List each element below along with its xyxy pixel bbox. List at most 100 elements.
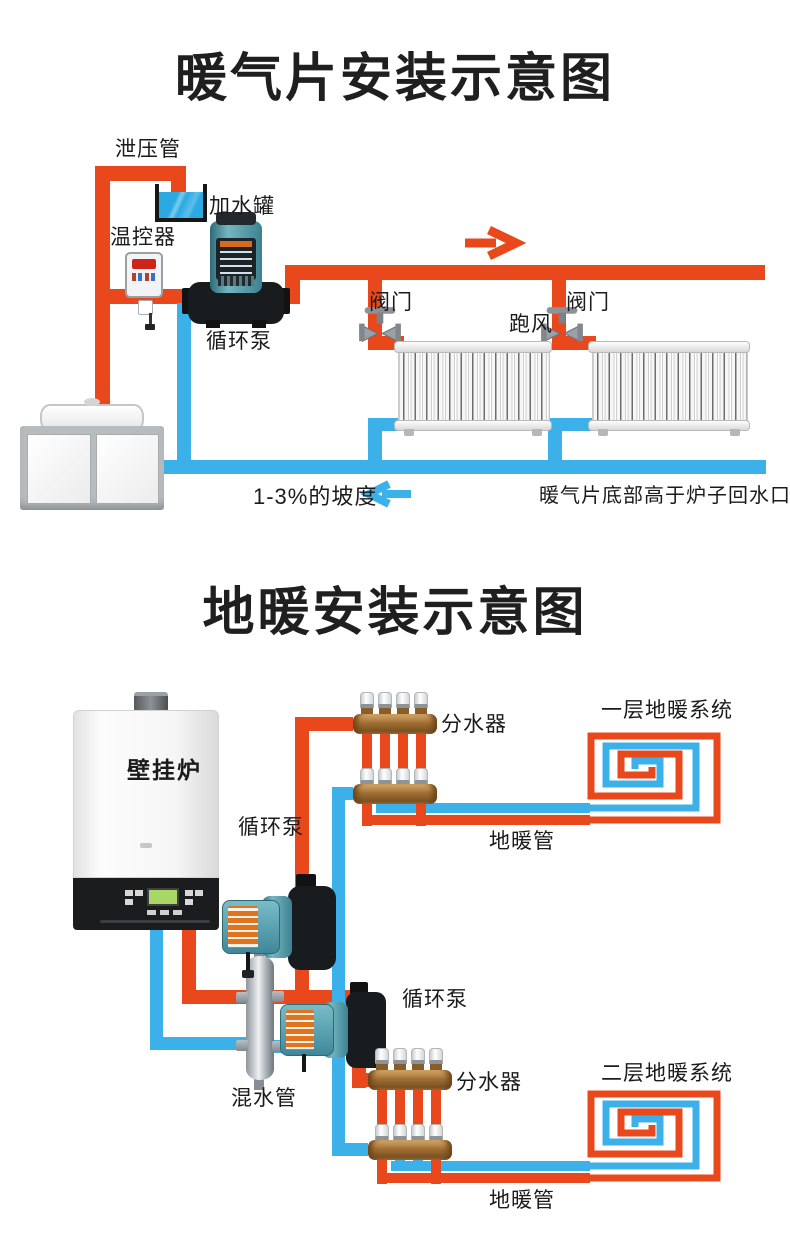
mixer-port	[272, 1041, 284, 1052]
furnace-panel-left	[27, 434, 91, 504]
pump-foot-left	[206, 320, 220, 328]
manifold2-cap	[429, 1124, 443, 1140]
radiator-1-foot	[532, 429, 542, 436]
label-mixing-pipe: 混水管	[231, 1087, 297, 1110]
label-manifold-lower: 分水器	[456, 1071, 522, 1094]
manifold1-pipe	[398, 734, 408, 784]
manifold1-stub-hot	[416, 804, 426, 826]
boiler-button	[185, 890, 193, 896]
gate-valve-icon	[359, 307, 401, 343]
pipe-floor2-supply	[377, 1173, 590, 1183]
manifold1-return-bar	[353, 784, 437, 804]
radiator-diagram-title: 暖气片安装示意图	[174, 50, 615, 108]
flow-arrow-left-icon	[360, 480, 411, 508]
manifold2-cap	[375, 1048, 389, 1064]
boiler-button	[147, 910, 156, 915]
pipe-relief-top	[95, 166, 186, 181]
pipe-return-trunk-v	[332, 787, 345, 1156]
label-relief-pipe: 泄压管	[115, 138, 181, 161]
manifold2-pipe	[431, 1090, 441, 1140]
floor1-coil-graphic	[572, 732, 721, 824]
radiator-2-bottom-header	[588, 420, 750, 431]
pipe-return-main	[160, 460, 766, 474]
pump-flange-right	[280, 288, 290, 314]
furnace-knob	[84, 398, 100, 406]
manifold2-cap	[393, 1048, 407, 1064]
boiler-body	[73, 710, 219, 878]
tank-water	[159, 192, 203, 218]
manifold1-cap	[360, 768, 374, 784]
radiator-2-top-header	[588, 341, 750, 353]
manifold1-riser	[361, 706, 373, 715]
pump-foot-right	[252, 320, 266, 328]
boiler-lcd	[147, 888, 179, 906]
pipe-boiler-return-v	[150, 928, 163, 1044]
radiator-1-bottom-header	[394, 420, 552, 431]
boiler-vent	[140, 843, 152, 848]
radiator-1-foot	[404, 429, 414, 436]
boiler-button	[185, 899, 193, 905]
manifold1-cap	[360, 692, 374, 708]
thermostat-display	[132, 259, 156, 269]
pump-label-text-lines	[220, 251, 252, 275]
mixer-port	[236, 992, 248, 1003]
pump-fins	[218, 276, 254, 286]
floor2-coil-graphic	[572, 1090, 721, 1182]
boiler-button	[125, 899, 133, 905]
label-circulation-pump: 循环泵	[206, 330, 272, 353]
pipe-return-tank-drop	[177, 303, 191, 462]
label-valve-left: 阀门	[369, 291, 413, 314]
manifold1-riser	[415, 706, 427, 715]
manifold2-pipe	[395, 1090, 405, 1140]
boiler-button	[125, 890, 133, 896]
manifold2-stub-cold	[395, 1160, 405, 1171]
manifold1-pipe	[362, 734, 372, 784]
label-return-note: 暖气片底部高于炉子回水口	[539, 485, 790, 507]
pipe-return-rad1-v	[368, 418, 382, 462]
manifold1-riser	[379, 706, 391, 715]
thermostat-sensor	[138, 300, 153, 315]
pump2-cable	[302, 1054, 306, 1072]
label-floor-pipe-upper: 地暖管	[489, 830, 555, 853]
manifold1-cap	[396, 768, 410, 784]
manifold1-cap	[378, 692, 392, 708]
boiler-button	[135, 890, 143, 896]
radiator-2	[592, 351, 748, 421]
pump1-volute	[288, 886, 336, 970]
manifold1-supply-bar	[353, 714, 437, 734]
mixer-port	[272, 991, 284, 1002]
manifold2-cap	[375, 1124, 389, 1140]
radiator-2-foot	[730, 429, 740, 436]
mixer-bottom-stub	[254, 1078, 264, 1090]
pipe-manifold1-supply	[295, 717, 353, 731]
pipe-manifold2-return	[332, 1143, 368, 1156]
thermostat-plug	[145, 324, 155, 330]
manifold2-riser	[394, 1062, 406, 1071]
manifold2-pipe	[413, 1090, 423, 1140]
manifold1-pipe	[416, 734, 426, 784]
label-air-vent: 跑风	[509, 313, 553, 336]
boiler-flue	[134, 692, 168, 712]
boiler-button	[160, 910, 169, 915]
boiler-control-panel	[73, 878, 219, 930]
boiler-slot	[100, 920, 210, 923]
mixer-port	[236, 1040, 248, 1051]
manifold2-cap	[429, 1048, 443, 1064]
pump1-flange	[296, 874, 316, 888]
pump-cap	[216, 212, 256, 225]
manifold2-cap	[411, 1124, 425, 1140]
pump1-controller-panel	[228, 906, 258, 948]
pipe-relief-drop-to-tank	[171, 166, 186, 192]
label-fill-tank: 加水罐	[209, 195, 275, 218]
manifold2-supply-bar	[368, 1070, 452, 1090]
pipe-floor1-supply	[362, 815, 590, 825]
boiler-button	[173, 910, 182, 915]
manifold2-riser	[430, 1062, 442, 1071]
label-floor-pipe-lower: 地暖管	[489, 1189, 555, 1212]
pump-label-stripe	[220, 241, 252, 247]
manifold1-cap	[414, 768, 428, 784]
manifold2-stub-cold	[413, 1160, 423, 1171]
pipe-floor2-return	[391, 1161, 590, 1171]
pipe-supply-main	[285, 265, 765, 280]
manifold2-return-bar	[368, 1140, 452, 1160]
